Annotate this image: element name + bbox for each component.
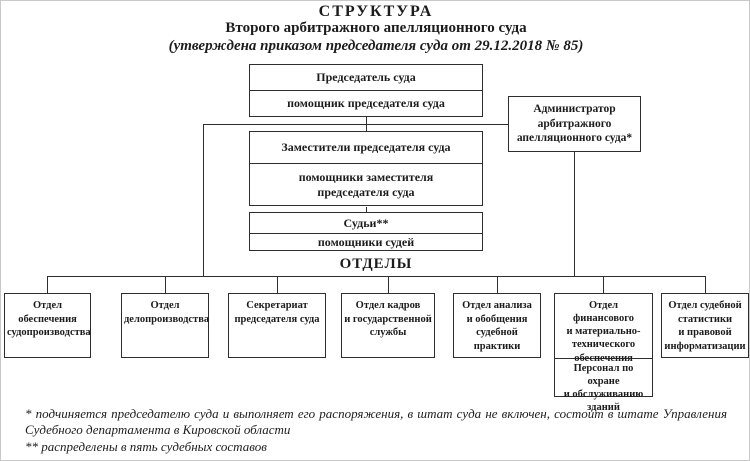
footnotes-block: * подчиняется председателю суда и выполн… [25,406,727,455]
deputies-assistants: помощники заместителя председателя суда [250,163,482,205]
connector-drop-6 [603,276,604,293]
connector-drop-1 [47,276,48,293]
deputies-box: Заместители председателя суда помощники … [249,131,483,206]
dept-finance-logistics: Отдел финансового и материально- техниче… [554,293,653,413]
title-block: СТРУКТУРА Второго арбитражного апелляцио… [1,3,749,55]
dept-judicial-statistics: Отдел судебной статистики и правовой инф… [661,293,749,358]
connector-administrator-vertical [574,152,575,276]
dept-court-proceedings-support: Отдел обеспечения судопроизводства [4,293,91,358]
judges-title: Судьи** [343,215,389,230]
page-title: СТРУКТУРА [318,3,434,20]
connector-deputies-judges [366,207,367,212]
dept-building-staff-label: Персонал по охране и обслуживанию зданий [555,358,652,413]
dept-case-law-analysis: Отдел анализа и обобщения судебной практ… [453,293,541,358]
dept-chairman-secretariat: Секретариат председателя суда [228,293,326,358]
footnote-administrator: * подчиняется председателю суда и выполн… [25,406,727,437]
connector-drop-2 [165,276,166,293]
connector-left-vertical [203,124,204,276]
chairman-assistant: помощник председателя суда [250,90,482,116]
connector-branch-horizontal [203,124,508,125]
departments-section-label: ОТДЕЛЫ [339,256,413,272]
administrator-box: Администратор арбитражного апелляционног… [508,96,641,152]
dept-records-management: Отдел делопроизводства [121,293,209,358]
judges-box: Судьи** помощники судей [249,212,483,251]
dept-personnel-civil-service: Отдел кадров и государственной службы [341,293,435,358]
approval-note: (утверждена приказом председателя суда о… [168,38,584,54]
connector-drop-3 [277,276,278,293]
footnote-judges: ** распределены в пять судебных составов [25,439,267,454]
connector-drop-7 [705,276,706,293]
chairman-box: Председатель суда помощник председателя … [249,64,483,117]
judges-assistants: помощники судей [250,233,482,250]
connector-departments-horizontal [47,276,706,277]
page-subtitle: Второго арбитражного апелляционного суда [225,20,527,36]
dept-finance-logistics-label: Отдел финансового и материально- техниче… [566,300,641,364]
connector-drop-5 [497,276,498,293]
deputies-title: Заместители председателя суда [281,140,451,154]
connector-drop-4 [388,276,389,293]
chairman-title: Председатель суда [316,70,416,84]
